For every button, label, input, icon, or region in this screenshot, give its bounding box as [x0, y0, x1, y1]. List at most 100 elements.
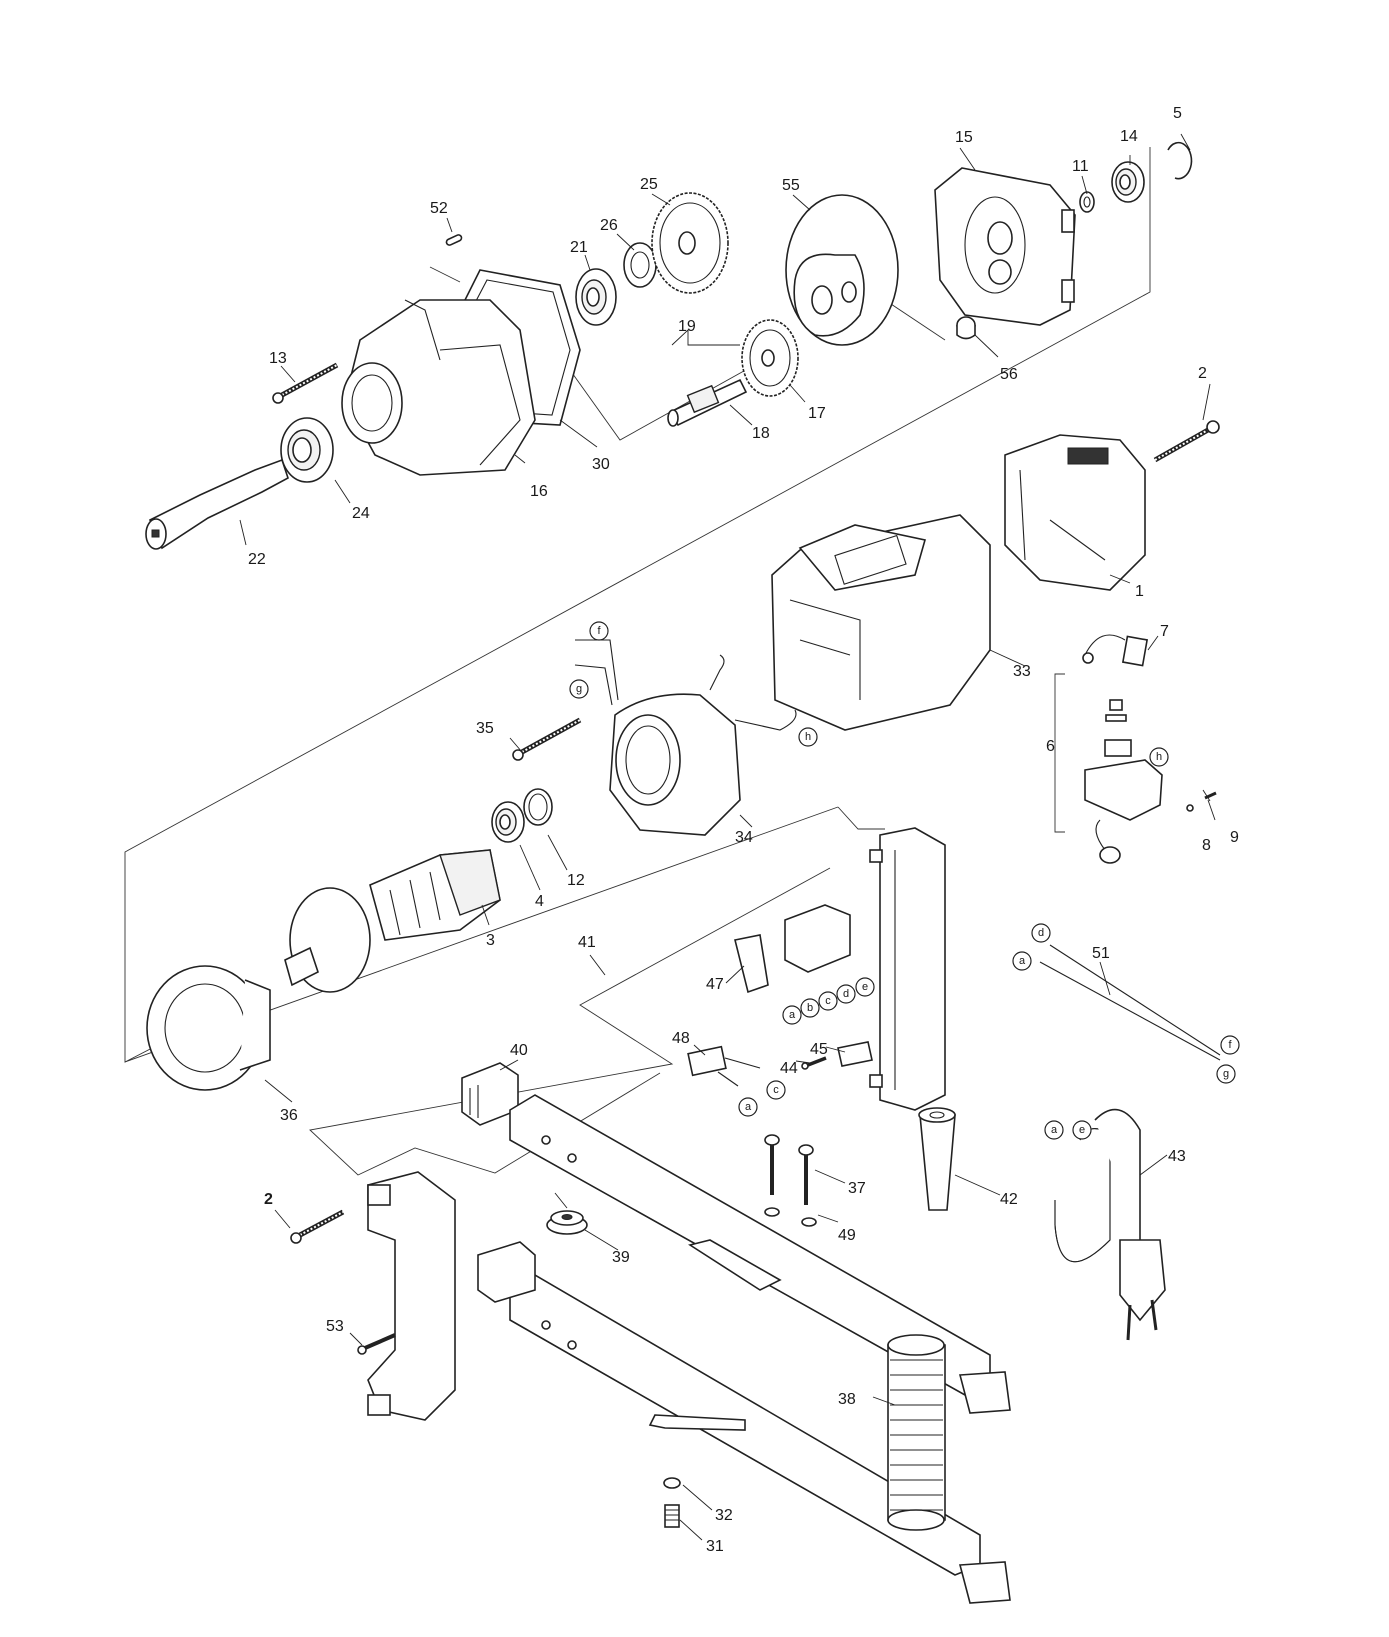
label-32: 32: [715, 1507, 733, 1524]
svg-text:g: g: [1223, 1068, 1229, 1080]
label-44: 44: [780, 1060, 798, 1077]
label-38: 38: [838, 1391, 856, 1408]
svg-text:f: f: [1228, 1039, 1232, 1051]
part-35-screw: [512, 717, 582, 761]
wire-letter-c-switch: c: [818, 991, 838, 1011]
part-5-retaining-ring: [1167, 141, 1193, 180]
wire-letter-f-lead: f: [1220, 1035, 1240, 1055]
svg-text:e: e: [862, 981, 868, 993]
svg-text:f: f: [597, 625, 601, 637]
label-6: 6: [1046, 738, 1055, 755]
label-2a: 2: [1198, 365, 1207, 382]
part-53-screw: [357, 1333, 396, 1355]
label-56: 56: [1000, 366, 1018, 383]
label-1: 1: [1135, 583, 1144, 600]
wire-letter-a-capacitor: a: [738, 1097, 758, 1117]
label-15: 15: [955, 129, 973, 146]
label-21: 21: [570, 239, 588, 256]
wire-letter-g-top: g: [569, 679, 589, 699]
part-21-bearing: [575, 268, 617, 326]
part-14-bearing: [1111, 161, 1145, 203]
label-5: 5: [1173, 105, 1182, 122]
part-16-gear-housing: [341, 299, 536, 476]
label-7: 7: [1160, 623, 1169, 640]
part-15-bearing-box: [934, 167, 1076, 326]
label-18: 18: [752, 425, 770, 442]
wire-letter-e-switch: e: [855, 977, 875, 997]
part-47-switch: [734, 904, 851, 994]
label-24: 24: [352, 505, 370, 522]
label-19: 19: [678, 318, 696, 335]
label-42: 42: [1000, 1191, 1018, 1208]
label-45: 45: [810, 1041, 828, 1058]
wire-letter-d-lead: d: [1031, 923, 1051, 943]
label-9: 9: [1230, 829, 1239, 846]
svg-text:h: h: [1156, 751, 1162, 763]
label-26: 26: [600, 217, 618, 234]
part-4-bearing: [491, 801, 525, 843]
part-22-spindle: [145, 458, 289, 550]
label-31: 31: [706, 1538, 724, 1555]
wire-letter-d-switch: d: [836, 984, 856, 1004]
label-12: 12: [567, 872, 585, 889]
wire-connection-letters: f g h h a b c d: [569, 621, 1240, 1140]
part-55-plate: [785, 194, 899, 346]
svg-text:d: d: [843, 988, 849, 1000]
svg-text:a: a: [745, 1101, 752, 1113]
label-35: 35: [476, 720, 494, 737]
part-53-handle-half: [367, 1171, 456, 1421]
part-52-pin: [445, 234, 463, 246]
label-30: 30: [592, 456, 610, 473]
label-3: 3: [486, 932, 495, 949]
label-8: 8: [1202, 837, 1211, 854]
wire-letter-a-cord: a: [1044, 1120, 1064, 1140]
part-1-rear-cover: [1004, 434, 1146, 591]
part-7-carbon-brush: [1082, 634, 1149, 667]
wire-letter-c-capacitor: c: [766, 1080, 786, 1100]
wire-letter-f-top: f: [589, 621, 609, 641]
part-12-ring: [523, 788, 553, 826]
svg-text:c: c: [825, 995, 831, 1007]
label-48: 48: [672, 1030, 690, 1047]
wire-letter-a-switch: a: [782, 1005, 802, 1025]
svg-text:a: a: [789, 1009, 796, 1021]
part-34-field-coil: [574, 639, 797, 836]
part-13-screw: [272, 362, 339, 404]
part-end-caps-lower: [477, 1241, 1011, 1604]
part-8-washer: [1186, 804, 1194, 812]
label-55: 55: [782, 177, 800, 194]
label-36: 36: [280, 1107, 298, 1124]
label-25: 25: [640, 176, 658, 193]
label-37: 37: [848, 1180, 866, 1197]
wire-letter-b-switch: b: [800, 998, 820, 1018]
wire-letter-e-cord: e: [1072, 1120, 1092, 1140]
part-11-ring: [1079, 191, 1095, 213]
label-51: 51: [1092, 945, 1110, 962]
part-39-grommet: [546, 1210, 588, 1235]
part-32-washer: [663, 1477, 681, 1489]
part-36-baffle: [146, 965, 271, 1091]
leader-lines: [239, 133, 1216, 1541]
part-43-power-cord: [1054, 1108, 1166, 1341]
label-41: 41: [578, 934, 596, 951]
label-16: 16: [530, 483, 548, 500]
label-47: 47: [706, 976, 724, 993]
svg-text:d: d: [1038, 927, 1044, 939]
svg-text:a: a: [1019, 955, 1026, 967]
label-14: 14: [1120, 128, 1138, 145]
part-33-motor-housing: [771, 514, 991, 731]
label-2b: 2: [264, 1191, 273, 1208]
svg-text:e: e: [1079, 1124, 1085, 1136]
wire-letter-h-coil: h: [798, 727, 818, 747]
label-33: 33: [1013, 663, 1031, 680]
part-18-shaft: [667, 378, 748, 427]
label-13: 13: [269, 350, 287, 367]
part-tube-upper: [509, 1094, 991, 1396]
part-3-armature: [284, 849, 501, 993]
part-2-screw-top: [1153, 420, 1220, 463]
svg-text:c: c: [773, 1084, 779, 1096]
label-34: 34: [735, 829, 753, 846]
part-25-gear: [651, 192, 729, 294]
label-4: 4: [535, 893, 544, 910]
